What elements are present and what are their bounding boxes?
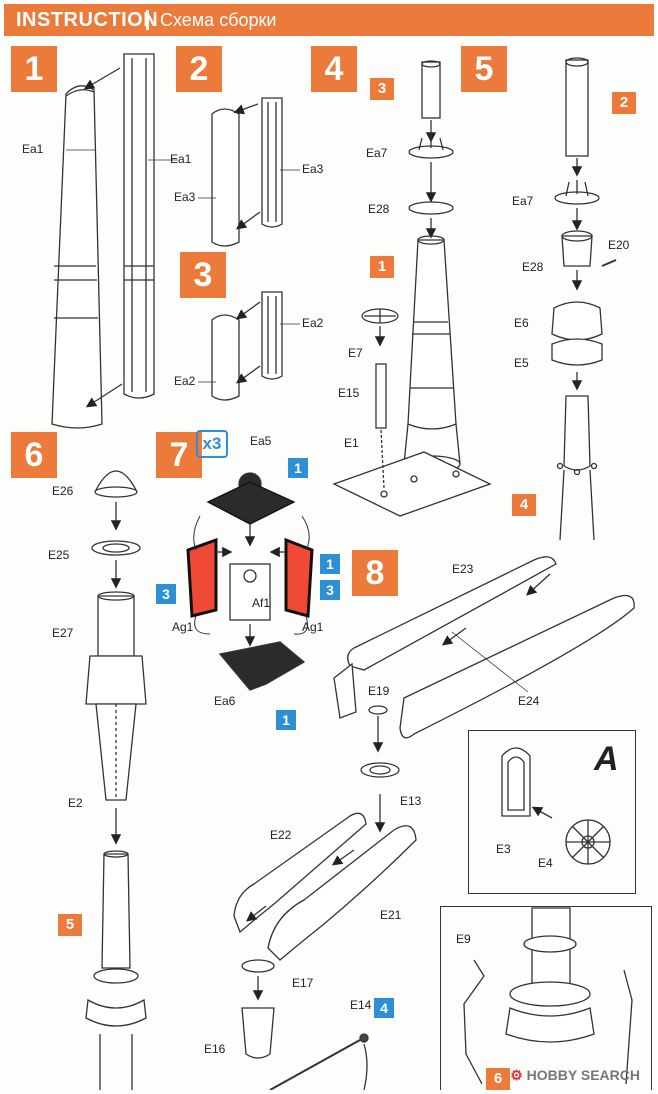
- label-e22: E22: [270, 828, 292, 842]
- label-e13: E13: [400, 794, 422, 808]
- label-e20: E20: [608, 238, 630, 252]
- label-e14: E14: [350, 998, 372, 1012]
- label-e16: E16: [204, 1042, 226, 1056]
- step6-assembly: [85, 470, 147, 1090]
- header-separator: [146, 10, 149, 30]
- color-ref-e14: 4: [374, 998, 394, 1018]
- label-ea2-left: Ea2: [174, 374, 196, 388]
- ref-step4-part: 4: [512, 494, 536, 516]
- label-e1: E1: [344, 436, 359, 450]
- header-title: INSTRUCTION: [16, 9, 159, 31]
- watermark-suffix: SEARCH: [580, 1067, 640, 1083]
- label-e26: E26: [52, 484, 74, 498]
- color-ref-left-glass: 3: [156, 584, 176, 604]
- step2-parts: [198, 97, 300, 247]
- label-e4: E4: [538, 856, 553, 870]
- step-7-multiplier: x3: [196, 430, 228, 458]
- step1-column: [51, 53, 178, 429]
- color-ref-ea6: 1: [276, 710, 296, 730]
- step-2-badge: 2: [176, 46, 222, 92]
- step8-assembly: [233, 556, 635, 1090]
- detail-a-drawing: [501, 747, 611, 865]
- label-ag1-right: Ag1: [302, 620, 324, 634]
- label-e19: E19: [368, 684, 390, 698]
- ref-step1-part: 1: [370, 256, 394, 278]
- detail-6-drawing: [463, 907, 633, 1085]
- watermark-gear-icon: ⚙: [510, 1067, 523, 1083]
- ref-step2-part: 2: [612, 92, 636, 114]
- label-e15: E15: [338, 386, 360, 400]
- label-ea2-right: Ea2: [302, 316, 324, 330]
- label-ea7-step4: Ea7: [366, 146, 388, 160]
- detail-a-box: [468, 730, 636, 894]
- label-ea1-left: Ea1: [22, 142, 44, 156]
- assembly-drawing: [51, 53, 635, 1090]
- ref-step3-part: 3: [370, 78, 394, 100]
- step3-parts: [198, 291, 300, 401]
- color-ref-ea5: 1: [288, 458, 308, 478]
- label-e27: E27: [52, 626, 74, 640]
- label-e17: E17: [292, 976, 314, 990]
- label-e2: E2: [68, 796, 83, 810]
- step-6-badge: 6: [11, 432, 57, 478]
- label-ea5: Ea5: [250, 434, 272, 448]
- step-7-badge: 7: [156, 432, 202, 478]
- label-e23: E23: [452, 562, 474, 576]
- step5-assembly: [551, 57, 617, 541]
- label-e5: E5: [514, 356, 529, 370]
- label-af1: Af1: [252, 596, 271, 610]
- label-e24: E24: [518, 694, 540, 708]
- detail-6-box: [440, 906, 652, 1090]
- step7-lantern: [186, 472, 314, 691]
- color-ref-right-glass: 3: [320, 580, 340, 600]
- label-e9: E9: [456, 932, 471, 946]
- detail-a-letter: A: [594, 740, 619, 778]
- label-ea3-right: Ea3: [302, 162, 324, 176]
- ref-step6-part: 6: [486, 1068, 510, 1090]
- step-4-badge: 4: [311, 46, 357, 92]
- label-e28-step5: E28: [522, 260, 544, 274]
- label-e21: E21: [380, 908, 402, 922]
- instruction-sheet: INSTRUCTION Схема сборки: [4, 4, 654, 1090]
- label-e28-step4: E28: [368, 202, 390, 216]
- step4-assembly: [332, 60, 492, 517]
- label-e25: E25: [48, 548, 70, 562]
- ref-step5-part: 5: [58, 914, 82, 936]
- step-5-badge: 5: [461, 46, 507, 92]
- header-bar: INSTRUCTION Схема сборки: [4, 4, 654, 36]
- label-ea3-left: Ea3: [174, 190, 196, 204]
- label-ea7-step5: Ea7: [512, 194, 534, 208]
- watermark: ⚙ HOBBY SEARCH: [510, 1067, 640, 1084]
- label-ea1-right: Ea1: [170, 152, 192, 166]
- label-e3: E3: [496, 842, 511, 856]
- label-ag1-left: Ag1: [172, 620, 194, 634]
- label-e7: E7: [348, 346, 363, 360]
- step-8-badge: 8: [352, 550, 398, 596]
- step-3-badge: 3: [180, 252, 226, 298]
- header-subtitle: Схема сборки: [160, 10, 277, 30]
- label-ea6: Ea6: [214, 694, 236, 708]
- label-e6: E6: [514, 316, 529, 330]
- color-ref-right-frame: 1: [320, 554, 340, 574]
- watermark-brand: HOBBY: [526, 1067, 577, 1083]
- step-1-badge: 1: [11, 46, 57, 92]
